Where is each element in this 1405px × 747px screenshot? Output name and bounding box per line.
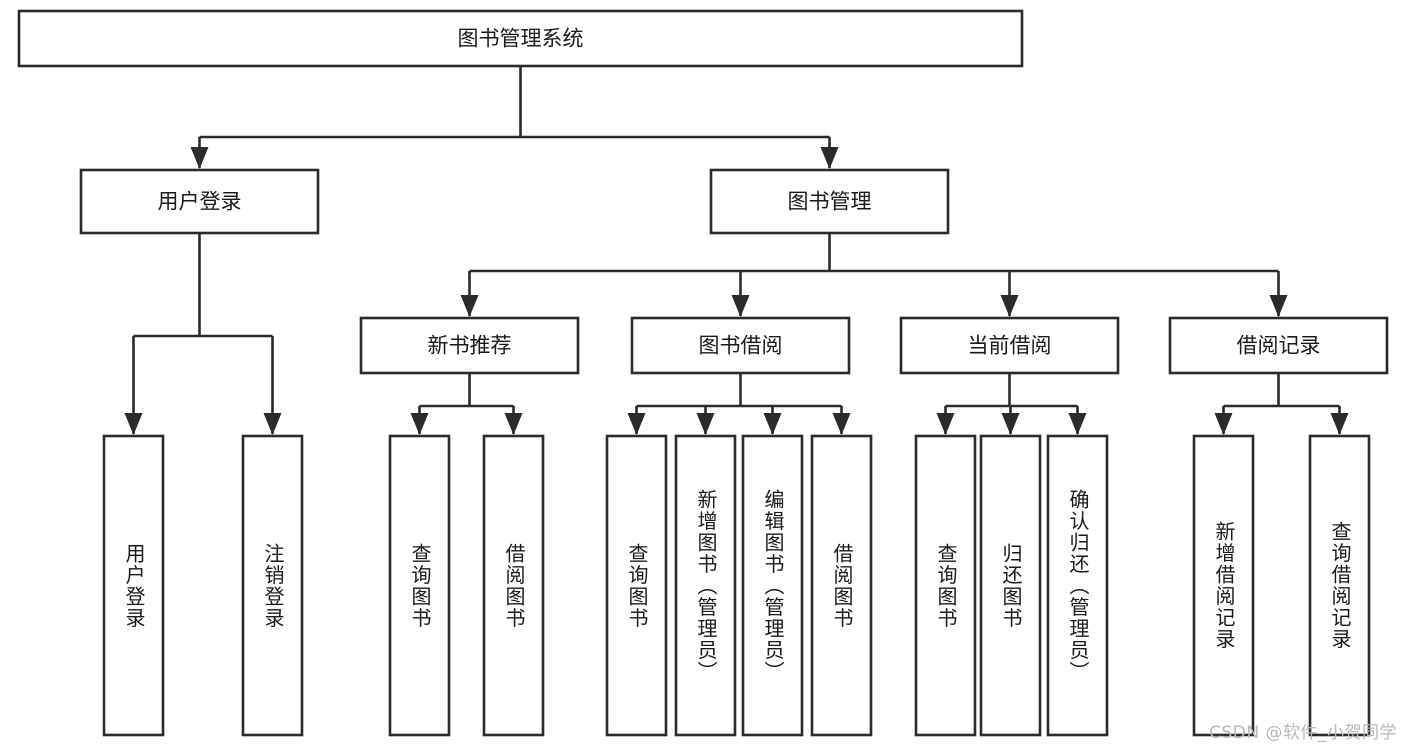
node-label-book-management: 图书管理 xyxy=(788,190,872,214)
arrow-head-icon-level2-0 xyxy=(460,295,479,317)
node-box-leaf-add-record[interactable] xyxy=(1192,434,1255,737)
node-box-leaf-query-book-1[interactable] xyxy=(388,434,451,737)
arrow-head-icon-leaf-borrow-book-2 xyxy=(832,413,851,435)
node-box-leaf-user-login[interactable] xyxy=(102,434,165,737)
node-box-borrow-record[interactable] xyxy=(1168,316,1389,375)
arrow-head-icon-leaf-edit-book xyxy=(763,413,782,435)
arrow-head-icon-level2-2 xyxy=(1000,295,1019,317)
node-box-book-management[interactable] xyxy=(709,168,950,235)
node-box-leaf-borrow-book-1[interactable] xyxy=(482,434,545,737)
node-box-current-borrow[interactable] xyxy=(899,316,1120,375)
watermark: CSDN @软件_小贺同学 xyxy=(1209,723,1397,743)
node-box-leaf-query-record[interactable] xyxy=(1308,434,1371,737)
connector-layer xyxy=(124,66,1349,435)
node-label-user-login: 用户登录 xyxy=(158,190,242,214)
node-label-borrow-record: 借阅记录 xyxy=(1237,334,1321,358)
node-box-leaf-add-book[interactable] xyxy=(674,434,737,737)
node-box-leaf-query-book-2[interactable] xyxy=(605,434,668,737)
arrow-head-icon-leaf-borrow-book-1 xyxy=(504,413,523,435)
node-box-book-borrow[interactable] xyxy=(630,316,851,375)
node-label-current-borrow: 当前借阅 xyxy=(968,334,1052,358)
arrow-head-icon-leaf-query-book-1 xyxy=(410,413,429,435)
node-label-book-borrow: 图书借阅 xyxy=(699,334,783,358)
arrow-head-icon-leaf-logout xyxy=(263,413,282,435)
arrow-head-icon-leaf-add-book xyxy=(696,413,715,435)
node-label-root: 图书管理系统 xyxy=(458,27,584,51)
arrow-head-icon-level1-0 xyxy=(190,147,209,169)
arrow-head-icon-leaf-user-login xyxy=(124,413,143,435)
node-box-root[interactable] xyxy=(17,9,1024,68)
arrow-head-icon-level2-3 xyxy=(1269,295,1288,317)
arrow-head-icon-leaf-add-record xyxy=(1214,413,1233,435)
node-box-leaf-return-book[interactable] xyxy=(979,434,1042,737)
arrow-head-icon-leaf-query-record xyxy=(1330,413,1349,435)
node-box-new-book-recommend[interactable] xyxy=(359,316,580,375)
node-box-leaf-edit-book[interactable] xyxy=(741,434,804,737)
arrow-head-icon-leaf-query-book-3 xyxy=(936,413,955,435)
node-label-new-book-recommend: 新书推荐 xyxy=(428,334,512,358)
node-box-leaf-logout[interactable] xyxy=(241,434,304,737)
node-box-leaf-confirm-return[interactable] xyxy=(1046,434,1109,737)
arrow-head-icon-leaf-confirm-return xyxy=(1068,413,1087,435)
arrow-head-icon-level2-1 xyxy=(731,295,750,317)
arrow-head-icon-leaf-return-book xyxy=(1001,413,1020,435)
arrow-head-icon-level1-1 xyxy=(820,147,839,169)
arrow-head-icon-leaf-query-book-2 xyxy=(627,413,646,435)
node-box-leaf-query-book-3[interactable] xyxy=(914,434,977,737)
node-box-leaf-borrow-book-2[interactable] xyxy=(810,434,873,737)
node-box-user-login[interactable] xyxy=(79,168,320,235)
